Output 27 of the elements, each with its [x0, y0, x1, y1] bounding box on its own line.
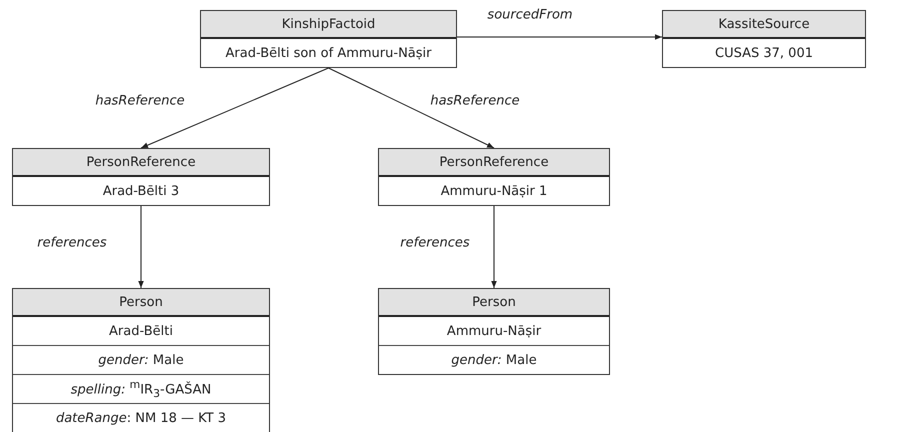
attribute-row-text: CUSAS 37, 001: [714, 44, 814, 62]
class-box: [12, 148, 270, 206]
arrow: [140, 68, 329, 148]
arrow: [328, 68, 494, 148]
class-box: [378, 288, 610, 375]
attribute-row-text: Ammuru-Nāṣir 1: [440, 182, 548, 200]
class-name: PersonReference: [379, 149, 609, 177]
attribute-row: dateRange: NM 18 — KT 3: [13, 403, 269, 432]
class-name: KassiteSource: [663, 11, 865, 39]
attribute-row: gender: Male: [13, 345, 269, 374]
class-name: PersonReference: [13, 149, 269, 177]
attribute-row-text: Arad-Bēlti son of Ammuru-Nāṣir: [224, 44, 432, 62]
class-box: [662, 10, 866, 68]
class-name: KinshipFactoid: [201, 11, 456, 39]
class-name: Person: [379, 289, 609, 317]
attribute-row: gender: Male: [379, 345, 609, 374]
class-name: Person: [13, 289, 269, 317]
attribute-row-text: Arad-Bēlti: [108, 322, 174, 340]
class-box: [12, 288, 270, 432]
arrow: [491, 206, 497, 288]
attribute-row: spelling: $^{m}$IR$_{3}$-GAŠAN: [13, 374, 269, 403]
attribute-row-text: Arad-Bēlti 3: [102, 182, 180, 200]
arrow: [138, 206, 144, 288]
class-box: [378, 148, 610, 206]
attribute-row-text: Ammuru-Nāṣir: [446, 322, 542, 340]
class-box: [200, 10, 457, 68]
arrow: [456, 34, 662, 40]
